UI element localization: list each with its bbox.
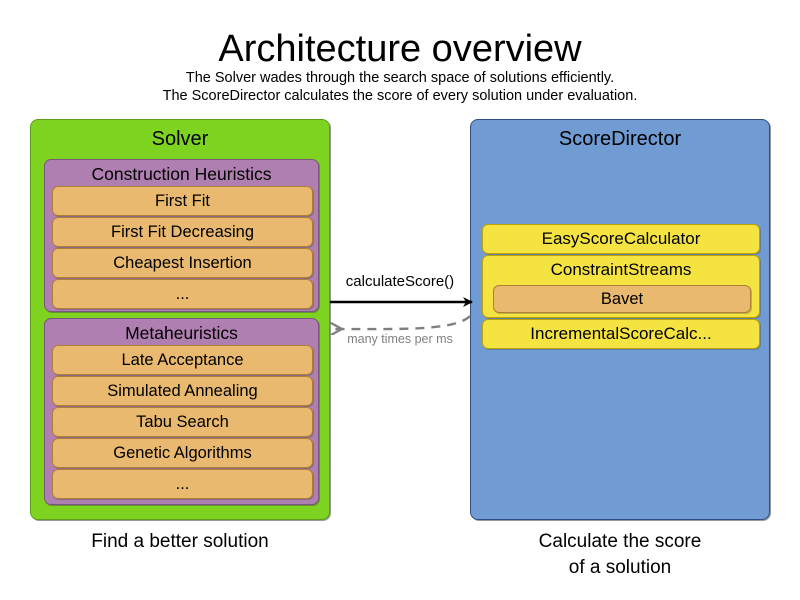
list-item[interactable]: EasyScoreCalculator bbox=[482, 224, 760, 254]
list-item[interactable]: Cheapest Insertion bbox=[52, 248, 313, 278]
arrow-many-times-per-ms bbox=[332, 315, 471, 329]
subtitle-line-2: The ScoreDirector calculates the score o… bbox=[162, 88, 638, 104]
list-item[interactable]: First Fit Decreasing bbox=[52, 217, 313, 247]
scoredirector-caption: Calculate the score of a solution bbox=[470, 529, 770, 581]
list-item[interactable]: Tabu Search bbox=[52, 407, 313, 437]
list-item[interactable]: ... bbox=[52, 279, 313, 309]
solver-panel[interactable]: Solver Construction Heuristics First Fit… bbox=[30, 119, 330, 520]
group-construction-heuristics[interactable]: Construction Heuristics First Fit First … bbox=[44, 159, 319, 312]
arrow-label-calculate-score: calculateScore() bbox=[345, 273, 455, 290]
list-item[interactable]: Late Acceptance bbox=[52, 345, 313, 375]
group-title-metaheuristics: Metaheuristics bbox=[125, 323, 238, 343]
scoredirector-caption-line-2: of a solution bbox=[568, 557, 672, 578]
list-item-label: ConstraintStreams bbox=[550, 260, 692, 279]
group-metaheuristics[interactable]: Metaheuristics Late Acceptance Simulated… bbox=[44, 318, 319, 505]
solver-panel-title: Solver bbox=[151, 128, 209, 150]
list-item-constraint-streams[interactable]: ConstraintStreams Bavet bbox=[482, 255, 760, 318]
list-item[interactable]: Genetic Algorithms bbox=[52, 438, 313, 468]
list-item[interactable]: Simulated Annealing bbox=[52, 376, 313, 406]
solver-caption: Find a better solution bbox=[91, 531, 269, 552]
list-item-bavet[interactable]: Bavet bbox=[493, 285, 751, 313]
arrow-label-many-times-per-ms: many times per ms bbox=[347, 332, 453, 346]
page-title: Architecture overview bbox=[218, 28, 582, 70]
group-title-construction-heuristics: Construction Heuristics bbox=[91, 164, 272, 184]
subtitle-line-1: The Solver wades through the search spac… bbox=[185, 70, 615, 86]
list-item[interactable]: IncrementalScoreCalc... bbox=[482, 319, 760, 349]
scoredirector-panel-title: ScoreDirector bbox=[558, 128, 682, 150]
list-item[interactable]: First Fit bbox=[52, 186, 313, 216]
scoredirector-caption-line-1: Calculate the score bbox=[538, 531, 702, 552]
list-item[interactable]: ... bbox=[52, 469, 313, 499]
scoredirector-panel[interactable]: ScoreDirector EasyScoreCalculator Constr… bbox=[470, 119, 770, 520]
